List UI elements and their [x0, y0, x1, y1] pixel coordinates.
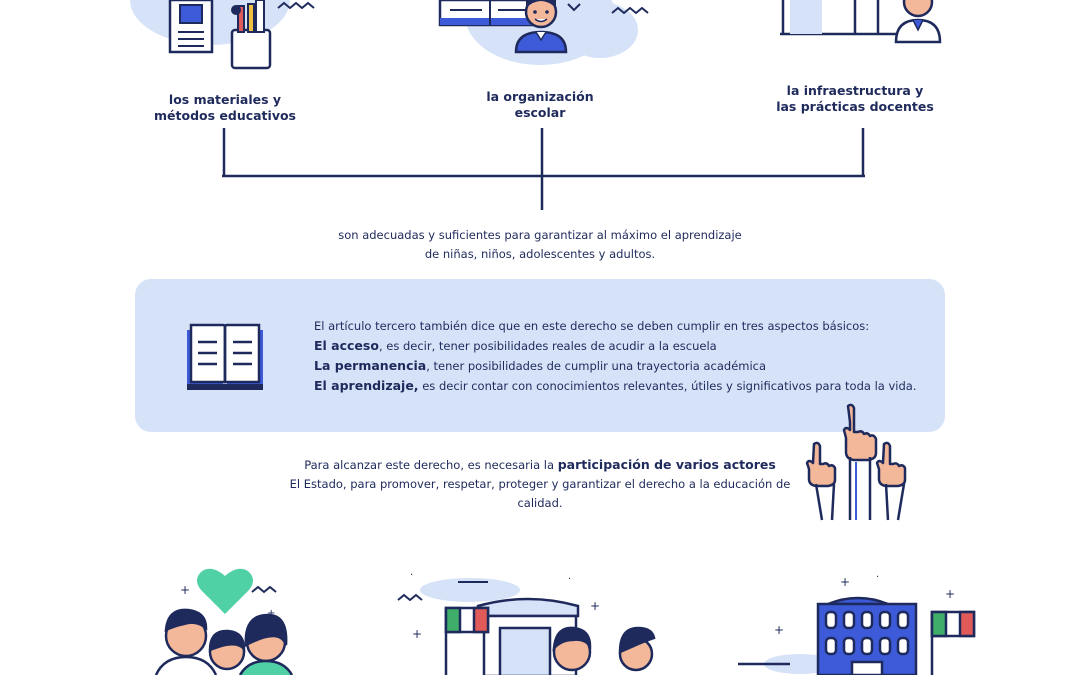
summary-text: son adecuadas y suficientes para garanti…: [338, 228, 742, 261]
svg-text:+: +: [774, 623, 784, 637]
svg-text:·: ·: [410, 570, 413, 581]
svg-text:·: ·: [568, 574, 571, 585]
mexico-flag-icon: [930, 610, 976, 675]
family-icon: [154, 608, 294, 675]
svg-text:+: +: [590, 599, 600, 613]
open-book-icon: [187, 323, 263, 390]
school-door-icon: [780, 0, 905, 36]
aspects-panel: [135, 279, 945, 432]
newspaper-icon: [168, 0, 214, 54]
svg-text:+: +: [412, 627, 422, 641]
government-building-icon: [816, 596, 918, 675]
actors-line-2: El Estado, para promover, respetar, prot…: [289, 477, 791, 510]
mexico-flag-icon: [444, 606, 490, 675]
aspect-aprendizaje: El aprendizaje, es decir contar con cono…: [314, 378, 917, 393]
aspects-text: El artículo tercero también dice que en …: [314, 317, 924, 396]
caption-organizacion: la organización escolar: [486, 89, 594, 120]
svg-text:+: +: [180, 583, 190, 597]
school-building-icon: [476, 597, 580, 675]
pencil-cup-icon: [230, 0, 272, 70]
teacher-icon: [894, 0, 942, 44]
svg-text:+: +: [840, 575, 850, 589]
bracket-connector: [222, 128, 865, 210]
aspect-acceso: El acceso, es decir, tener posibilidades…: [314, 338, 717, 353]
caption-infraestructura: la infraestructura y las prácticas docen…: [776, 83, 934, 114]
raised-hands-icon: [805, 403, 907, 521]
actors-text: Para alcanzar este derecho, es necesaria…: [270, 455, 810, 513]
svg-text:+: +: [267, 608, 275, 619]
svg-text:·: ·: [876, 572, 879, 583]
aspect-permanencia: La permanencia, tener posibilidades de c…: [314, 358, 767, 373]
svg-text:+: +: [945, 587, 955, 601]
family-icon: [552, 626, 656, 672]
heart-icon: [197, 568, 253, 614]
actors-line-1: Para alcanzar este derecho, es necesaria…: [304, 457, 776, 472]
caption-materiales: los materiales y métodos educativos: [154, 92, 296, 123]
teacher-icon: [514, 0, 568, 54]
aspects-intro: El artículo tercero también dice que en …: [314, 319, 870, 333]
